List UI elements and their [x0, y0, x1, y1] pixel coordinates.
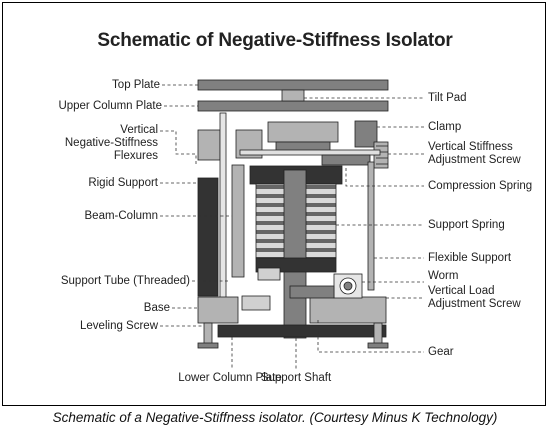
label-vs-adjust-1: Vertical Stiffness: [428, 141, 513, 153]
flexible-support: [367, 161, 375, 291]
label-clamp: Clamp: [428, 121, 462, 133]
label-lower-column-plate: Lower Column Plate: [178, 372, 282, 384]
label-tilt-pad: Tilt Pad: [428, 92, 467, 104]
label-beam-column: Beam-Column: [84, 210, 159, 222]
support-shaft: [283, 169, 307, 339]
leveling-screw-left: [203, 322, 213, 346]
figure-caption: Schematic of a Negative-Stiffness isolat…: [52, 410, 498, 425]
label-flexible-support: Flexible Support: [428, 252, 512, 264]
label-compression-spring: Compression Spring: [428, 180, 533, 192]
rigid-support-bar: [197, 177, 219, 297]
label-vertical-flexures-1: Vertical: [120, 124, 158, 136]
tilt-pad: [281, 89, 305, 102]
label-upper-column-plate: Upper Column Plate: [58, 100, 162, 112]
leveling-screw-right: [373, 322, 383, 346]
label-vl-adjust-1: Vertical Load: [428, 285, 495, 297]
label-support-shaft: Support Shaft: [260, 372, 332, 384]
label-vl-adjust-2: Adjustment Screw: [428, 298, 521, 310]
compression-spring: [321, 154, 371, 166]
label-leveling-screw: Leveling Screw: [80, 320, 158, 332]
label-support-tube: Support Tube (Threaded): [60, 275, 190, 287]
label-rigid-support: Rigid Support: [88, 177, 158, 189]
label-gear: Gear: [428, 346, 454, 358]
top-plate: [197, 79, 389, 91]
beam-column: [231, 164, 245, 278]
label-vs-adjust-2: Adjustment Screw: [428, 154, 521, 166]
label-base: Base: [143, 302, 170, 314]
base-right: [309, 296, 387, 324]
label-support-spring: Support Spring: [428, 219, 505, 231]
clamp-block: [267, 121, 339, 143]
label-vertical-flexures-2: Negative-Stiffness: [64, 137, 158, 149]
flexure-block: [197, 129, 221, 161]
label-vertical-flexures-3: Flexures: [113, 150, 158, 162]
diagram-title: Schematic of Negative-Stiffness Isolator: [97, 30, 453, 51]
upper-column-plate: [197, 100, 389, 112]
lower-column-plate: [217, 324, 387, 338]
label-top-plate: Top Plate: [112, 79, 160, 91]
clamp: [354, 120, 378, 148]
base-left: [197, 296, 239, 324]
gear: [289, 285, 335, 299]
support-tube: [257, 267, 281, 281]
label-worm: Worm: [428, 270, 459, 282]
